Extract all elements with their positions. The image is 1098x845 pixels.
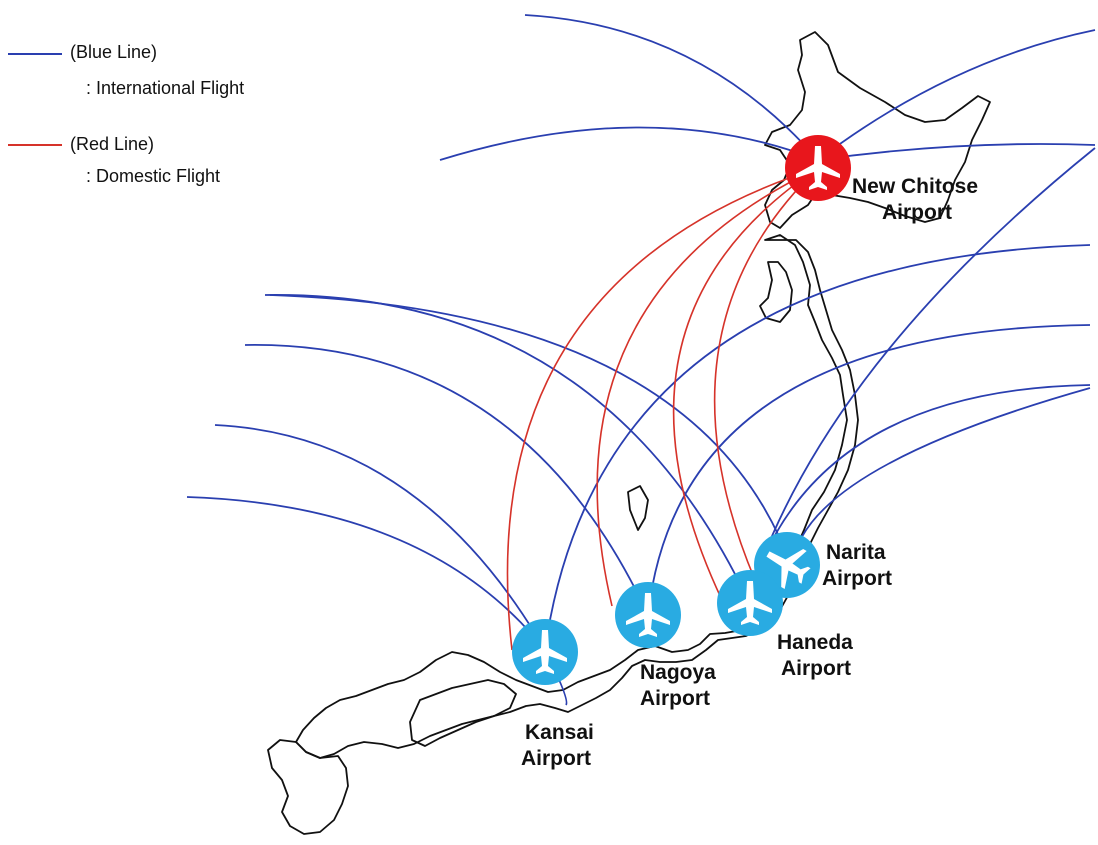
legend-domestic-swatch [8, 144, 62, 146]
airport-label-narita: Narita Airport [822, 540, 892, 592]
domestic-route [713, 167, 819, 581]
intl-route [544, 244, 1091, 651]
airport-name: New Chitose [852, 175, 979, 198]
airport-label-haneda: Haneda Airport [777, 630, 853, 682]
intl-route [269, 294, 793, 569]
domestic-route [672, 167, 819, 601]
intl-route [186, 496, 546, 651]
domestic-routes [506, 167, 819, 651]
airplane-icon [796, 146, 840, 190]
intl-route [244, 344, 649, 616]
intl-route [817, 143, 1096, 161]
legend-international-swatch [8, 53, 62, 55]
airport-name: Haneda [777, 631, 853, 654]
kyushu-outline [267, 739, 349, 835]
airport-label-kansai: Kansai Airport [521, 720, 594, 772]
legend-domestic-desc: : Domestic Flight [86, 166, 221, 186]
airport-suffix: Airport [521, 747, 591, 770]
airplane-icon [626, 593, 670, 637]
domestic-route [506, 167, 819, 651]
intl-route [524, 14, 819, 161]
airplane-icon [728, 581, 772, 625]
airport-haneda-marker[interactable] [717, 570, 783, 636]
airport-suffix: Airport [781, 657, 851, 680]
intl-route [647, 324, 1091, 616]
intl-route [817, 29, 1096, 161]
airport-new-chitose-marker[interactable] [785, 135, 851, 201]
airport-suffix: Airport [882, 201, 952, 224]
airport-nagoya-marker[interactable] [615, 582, 681, 648]
airplane-icon [766, 548, 811, 590]
airport-suffix: Airport [822, 567, 892, 590]
airport-label-new-chitose: New Chitose Airport [852, 174, 978, 226]
intl-route [214, 424, 546, 651]
noto-peninsula [627, 485, 649, 531]
airport-name: Nagoya [640, 661, 716, 684]
intl-route [439, 126, 819, 161]
airport-name: Kansai [525, 721, 594, 744]
airport-suffix: Airport [640, 687, 710, 710]
legend-domestic-name: (Red Line) [70, 134, 155, 154]
legend-international-name: (Blue Line) [70, 42, 158, 62]
shikoku-outline [409, 679, 517, 747]
airport-label-nagoya: Nagoya Airport [640, 660, 716, 712]
domestic-route [596, 167, 819, 607]
legend-international-desc: : International Flight [86, 78, 245, 98]
tsugaru-detail [759, 261, 793, 323]
airport-kansai-marker[interactable] [512, 619, 578, 685]
airport-name: Narita [826, 541, 886, 564]
airplane-icon [523, 630, 567, 674]
